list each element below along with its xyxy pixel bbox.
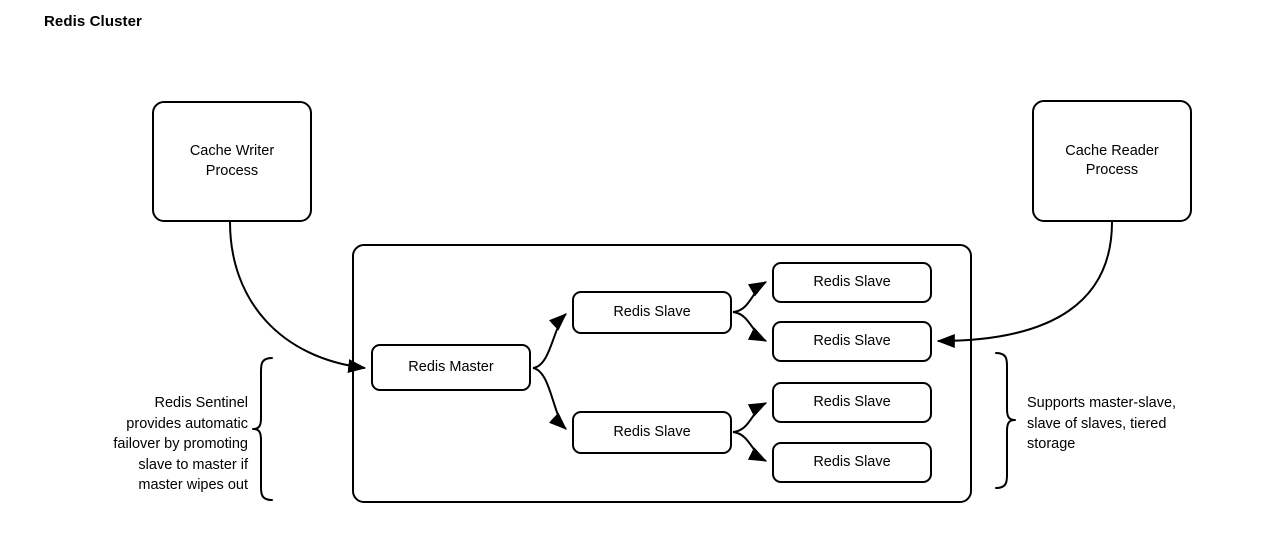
page-title: Redis Cluster: [44, 13, 142, 30]
topology-annotation: Supports master-slave, slave of slaves, …: [1027, 395, 1177, 453]
cache-reader-process-label: Cache Reader Process: [1065, 142, 1159, 178]
redis-slave-tier1-bottom-node[interactable]: Redis Slave: [572, 411, 732, 454]
redis-master-label: Redis Master: [408, 358, 494, 375]
redis-slave-tier2-top-1-label: Redis Slave: [813, 273, 891, 290]
sentinel-annotation: Redis Sentinel provides automatic failov…: [113, 395, 248, 494]
cache-writer-process-label: Cache Writer Process: [189, 143, 275, 179]
redis-slave-tier2-bottom-2-label: Redis Slave: [813, 453, 891, 470]
redis-slave-tier2-top-2-node[interactable]: Redis Slave: [772, 321, 932, 362]
cache-reader-process-node[interactable]: Cache Reader Process: [1032, 100, 1192, 222]
connector-writer-to-master: [229, 221, 367, 373]
redis-slave-tier1-top-label: Redis Slave: [613, 303, 691, 320]
redis-slave-tier2-top-1-node[interactable]: Redis Slave: [772, 262, 932, 303]
redis-slave-tier2-top-2-label: Redis Slave: [813, 332, 891, 349]
redis-slave-tier2-bottom-2-node[interactable]: Redis Slave: [772, 442, 932, 483]
redis-slave-tier1-top-node[interactable]: Redis Slave: [572, 291, 732, 334]
redis-slave-tier1-bottom-label: Redis Slave: [613, 423, 691, 440]
redis-master-node[interactable]: Redis Master: [371, 344, 531, 391]
left-brace: [252, 357, 273, 501]
redis-slave-tier2-bottom-1-label: Redis Slave: [813, 393, 891, 410]
redis-cluster-container[interactable]: [352, 244, 972, 503]
redis-slave-tier2-bottom-1-node[interactable]: Redis Slave: [772, 382, 932, 423]
right-brace: [995, 352, 1016, 489]
cache-writer-process-node[interactable]: Cache Writer Process: [152, 101, 312, 222]
